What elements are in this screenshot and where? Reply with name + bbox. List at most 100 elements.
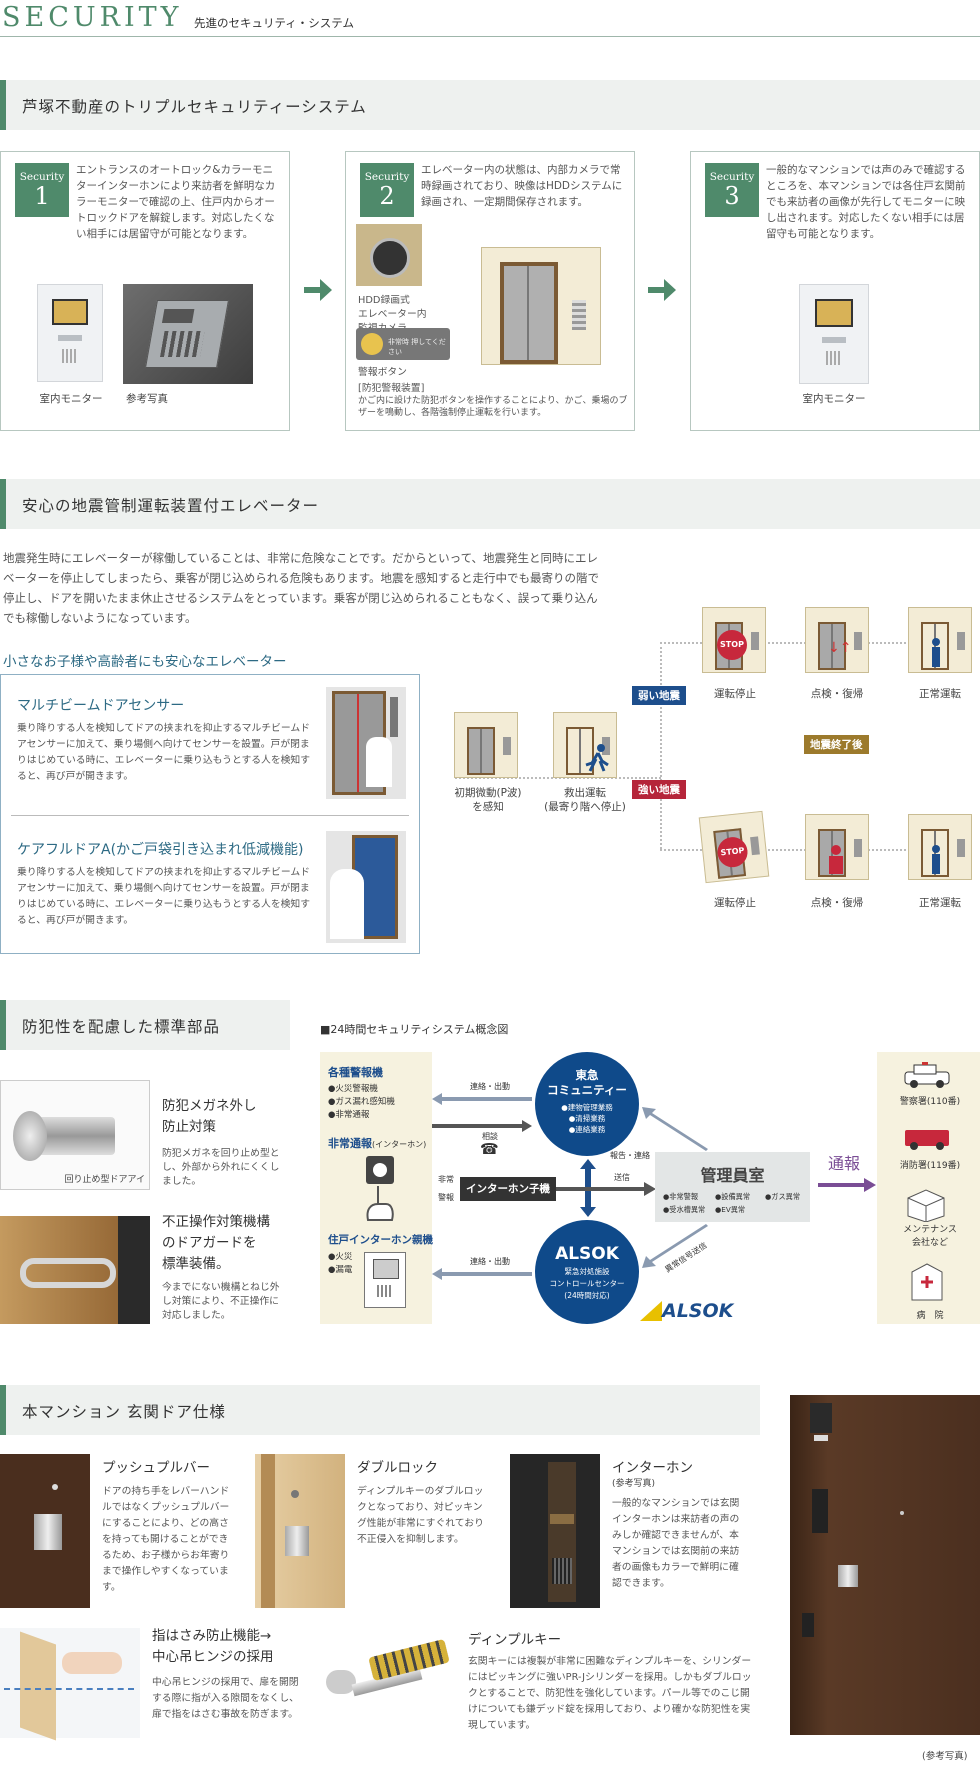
tokyu-community-node: 東急 コミュニティー ●建物管理業務 ●清掃業務 ●連絡業務 [535,1052,639,1156]
worker-icon [829,845,843,874]
alarm-heading: 各種警報機 [328,1066,383,1079]
alarm-note-text: かご内に設けた防犯ボタンを操作することにより、かご、乗場のブザーを鳴動し、各階強… [358,396,628,418]
card-text: エレベーター内の状態は、内部カメラで常時録画されており、映像はHDDシステムに録… [421,164,623,208]
entrance-panel-photo [123,284,253,384]
door-spec-text: 一般的なマンションでは玄関インターホンは来訪者の声のみしか確認できませんが、本マ… [612,1498,740,1589]
intercom-master-illustration [364,1252,406,1308]
diagram-title: ■24時間セキュリティシステム概念図 [320,1023,509,1036]
crime-item-title: 不正操作対策機構 のドアガードを 標準装備。 [162,1214,270,1272]
crime-item-title: 防犯メガネ外し 防止対策 [162,1098,257,1135]
agency-label: 病 院 [916,1311,944,1321]
report-label: 通報 [828,1154,861,1173]
running-person-icon [585,744,609,772]
section-triple-security-header: 芦塚不動産のトリプルセキュリティーシステム [0,80,980,130]
elevator-state-normal [908,814,972,880]
standing-person-icon [932,638,940,667]
elevator-state-check [805,814,869,880]
flow-caption: 正常運転 [919,688,961,700]
door-eye-photo: 回り止め型ドアアイ [0,1080,150,1190]
alsok-logo-text: ALSOK [662,1300,734,1322]
flow-label: 警報 [438,1193,454,1202]
tokyu-list-item: ●清掃業務 [568,1114,606,1123]
door-spec-text: ドアの持ち手をレバーハンドルではなくプッシュプルバーにすることにより、どの高さを… [102,1486,230,1593]
feature-title: ケアフルドアA(かご戸袋引き込まれ低減機能) [17,842,304,858]
flow-caption: 運転停止 [714,688,756,700]
flow-caption: 救出運転 (最寄り階へ停止) [544,787,626,813]
package-icon [907,1189,945,1222]
arrow-right-icon [646,276,678,308]
card-text: 一般的なマンションでは声のみで確認するところを、本マンションでは各住戸玄関前でも… [766,164,966,240]
hand-press-icon [366,1186,394,1221]
arrow-down-left-icon [642,1224,708,1268]
careful-door-photo [326,831,406,943]
intercom-child-node: インターホン子機 [460,1177,556,1201]
tokyu-list-item: ●連絡業務 [568,1125,606,1134]
arrow-right-icon [818,1178,876,1192]
alsok-node: ALSOK 緊急対処施設 コントロールセンター (24時間対応) [535,1220,639,1324]
agency-label: 警察署(110番) [899,1097,961,1107]
feature-title: マルチビームドアセンサー [17,698,185,714]
elevator-state-rescue [553,712,617,778]
management-list-item: ●ガス異常 [765,1192,801,1201]
crime-item-text: 防犯メガネを回り止め型とし、外部から外れにくくしました。 [162,1148,280,1187]
intercom-list-item: ●火災 [328,1252,353,1262]
door-spec-title: ディンプルキー [468,1632,562,1648]
arrow-right-icon [556,1182,656,1196]
management-room-title: 管理員室 [700,1166,765,1185]
section-title: 芦塚不動産のトリプルセキュリティーシステム [22,98,367,116]
flow-line [455,777,661,779]
badge-label: Security [19,171,65,183]
entrance-door-photo [790,1395,980,1735]
elevator-body-text: 地震発生時にエレベーターが稼働していることは、非常に危険なことです。だからといっ… [3,551,600,625]
alarm-list-item: ●火災警報機 [328,1084,378,1094]
badge-number: 2 [379,182,395,210]
badge-number: 3 [724,182,740,210]
badge-number: 1 [34,182,50,210]
alsok-sub: 緊急対処施設 コントロールセンター (24時間対応) [549,1267,625,1300]
tokyu-name: 東急 コミュニティー [547,1068,627,1097]
weak-earthquake-tag: 弱い地震 [632,686,686,705]
flow-caption: 正常運転 [919,897,961,909]
page-title: SECURITY [2,2,183,33]
door-spec-text: 中心吊ヒンジの採用で、扉を開閉する際に指が入る隙間をなくし、扉で指をはさむ事故を… [152,1677,299,1720]
earthquake-end-tag: 地震終了後 [804,735,869,754]
feature-text: 乗り降りする人を検知してドアの挟まれを抑止するマルチビームドアセンサーに加えて、… [17,867,311,926]
photo-caption: 回り止め型ドアアイ [64,1175,145,1185]
management-room-node: 管理員室 ●非常警報 ●設備異常 ●ガス異常 ●受水槽異常 ●EV異常 [655,1152,810,1222]
photo-caption: 室内モニター [39,393,103,405]
alarm-list-item: ●ガス漏れ感知機 [328,1097,395,1107]
flow-label: 送信 [614,1173,630,1182]
alarm-note-title: [防犯警報装置] [358,383,425,394]
alsok-logo: ALSOK [640,1300,733,1322]
alarm-list-item: ●非常通報 [328,1110,370,1120]
elevator-features-box: マルチビームドアセンサー 乗り降りする人を検知してドアの挟まれを抑止するマルチビ… [0,674,420,954]
alarm-button-text: 非常時 押してください [388,338,446,356]
arrow-up-left-icon [642,1107,708,1151]
emergency-heading-note: (インターホン) [372,1140,427,1149]
flow-label: 相談 [482,1132,498,1141]
section-title: 本マンション 玄関ドア仕様 [22,1403,226,1421]
door-photo-caption: (参考写真) [922,1751,968,1762]
push-pull-bar-photo [0,1454,90,1608]
strong-earthquake-tag: 強い地震 [632,780,686,799]
elevator-state-stop: STOP [698,810,770,884]
section-entrance-door-header: 本マンション 玄関ドア仕様 [0,1385,760,1435]
door-intercom-photo [510,1454,600,1608]
alsok-logo-mark-icon [640,1301,662,1321]
arrow-left-icon [432,1093,532,1105]
center-hinge-illustration [0,1628,140,1741]
flow-label: 連絡・出動 [470,1257,510,1266]
door-spec-title: プッシュプルバー [102,1460,210,1476]
camera-photo [356,224,422,286]
elevator-illustration [481,247,601,365]
section-elevator-header: 安心の地震管制運転装置付エレベーター [0,479,980,529]
badge-label: Security [709,171,755,183]
feature-divider [11,815,409,816]
management-list-item: ●設備異常 [715,1192,751,1201]
photo-caption: 室内モニター [802,393,866,405]
flow-caption: 運転停止 [714,897,756,909]
